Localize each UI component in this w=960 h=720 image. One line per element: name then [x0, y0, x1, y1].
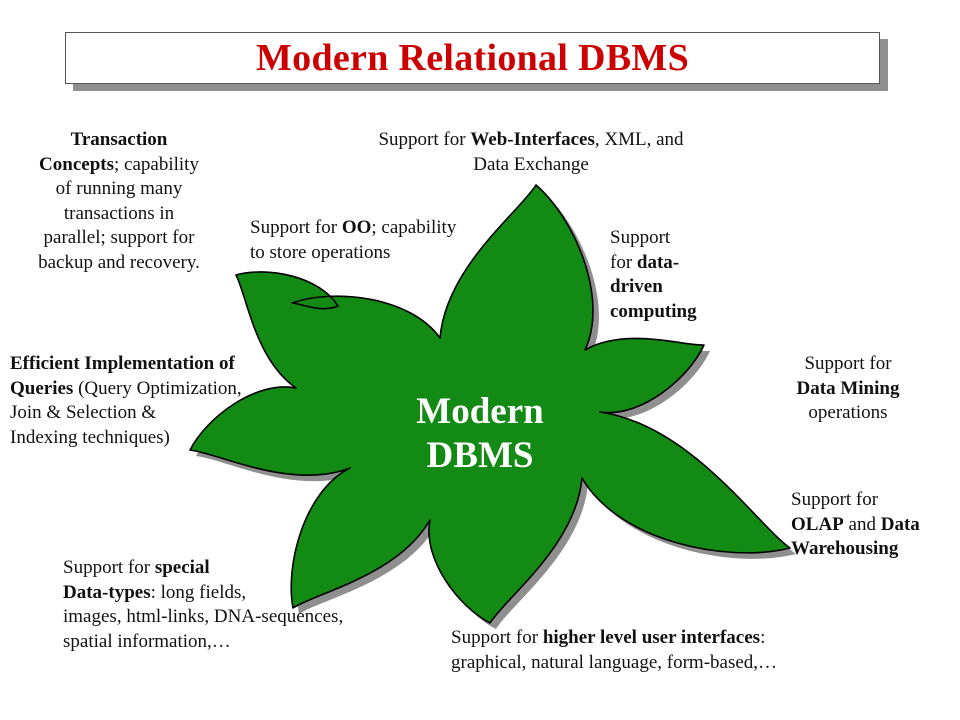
label-line: Data-types: long fields,: [63, 581, 343, 606]
label-text: (Query Optimization,: [73, 377, 242, 399]
label-text: Support for: [791, 489, 879, 510]
label-text: : long fields,: [150, 581, 247, 603]
label-line: computing: [610, 300, 697, 325]
label-line: spatial information,…: [63, 630, 343, 655]
title-box: Modern Relational DBMS: [65, 32, 880, 84]
label-text: ; capability: [114, 153, 199, 175]
label-line: Concepts; capability: [8, 153, 230, 178]
page-title: Modern Relational DBMS: [255, 37, 690, 79]
label-text: :: [760, 627, 766, 648]
label-line: to store operations: [250, 241, 456, 266]
label-text: , XML, and: [594, 129, 684, 150]
label-bold-text: Data Mining: [796, 377, 900, 399]
label-line: Efficient Implementation of: [10, 352, 242, 377]
label-text: ; capability: [371, 217, 457, 238]
label-line: graphical, natural language, form-based,…: [451, 651, 777, 676]
label-bold-text: OO: [341, 217, 372, 238]
label-text: backup and recovery.: [38, 251, 200, 273]
label-bold-text: Queries: [10, 377, 74, 399]
center-label-line2: DBMS: [426, 435, 534, 476]
label-user-interfaces: Support for higher level user interfaces…: [451, 626, 777, 675]
label-text: Support for: [250, 217, 342, 238]
label-line: Support for: [791, 488, 920, 513]
label-bold-text: Web-Interfaces: [470, 129, 595, 150]
label-text: Support: [610, 227, 671, 248]
label-line: Support for OO; capability: [250, 216, 456, 241]
label-line: Queries (Query Optimization,: [10, 377, 242, 402]
label-text: graphical, natural language, form-based,…: [451, 651, 778, 673]
label-text: to store operations: [250, 241, 391, 263]
label-bold-text: Data-types: [63, 581, 151, 603]
label-line: driven: [610, 275, 697, 300]
center-label-line1: Modern: [416, 391, 544, 432]
label-line: Warehousing: [791, 537, 920, 562]
label-line: backup and recovery.: [8, 251, 230, 276]
label-line: of running many: [8, 177, 230, 202]
star-shape: [189, 184, 791, 624]
label-line: Data Mining: [778, 377, 918, 402]
label-line: Transaction: [8, 128, 230, 153]
label-query-implementation: Efficient Implementation of Queries (Quer…: [10, 352, 242, 450]
label-text: Join & Selection &: [10, 402, 157, 423]
label-line: Support for higher level user interfaces…: [451, 626, 777, 651]
label-bold-text: Concepts: [39, 153, 114, 175]
label-bold-text: data-: [636, 251, 680, 273]
label-line: for data-: [610, 251, 697, 276]
label-text: images, html-links, DNA-sequences,: [63, 606, 344, 627]
label-bold-text: Transaction: [70, 129, 168, 150]
label-text: spatial information,…: [63, 630, 231, 652]
label-bold-text: OLAP: [791, 513, 844, 535]
label-bold-text: higher level user interfaces: [542, 627, 761, 648]
center-label: Modern DBMS: [388, 390, 572, 478]
label-bold-text: computing: [610, 300, 697, 322]
label-bold-text: Warehousing: [791, 538, 899, 559]
label-text: Support for: [63, 557, 155, 578]
label-text: Data Exchange: [473, 153, 589, 175]
label-text: Indexing techniques): [10, 426, 170, 448]
label-text: operations: [808, 402, 888, 423]
label-line: transactions in: [8, 202, 230, 227]
label-line: Support: [610, 226, 697, 251]
label-bold-text: special: [154, 557, 210, 578]
label-bold-text: Efficient Implementation of: [10, 353, 235, 374]
label-text: of running many: [55, 178, 183, 199]
label-text: and: [843, 513, 881, 535]
label-line: Support for special: [63, 556, 343, 581]
label-line: OLAP and Data: [791, 513, 920, 538]
label-bold-text: Data: [880, 513, 920, 535]
label-bold-text: driven: [610, 276, 663, 297]
label-line: Join & Selection &: [10, 401, 242, 426]
label-data-driven: Support for data-driven computing: [610, 226, 697, 324]
label-line: parallel; support for: [8, 226, 230, 251]
label-line: Support for Web-Interfaces, XML, and: [322, 128, 740, 153]
label-text: transactions in: [63, 202, 175, 224]
label-line: Support for: [778, 352, 918, 377]
label-line: operations: [778, 401, 918, 426]
label-text: Support for: [804, 353, 892, 374]
label-text: parallel; support for: [43, 227, 195, 248]
label-text: Support for: [378, 129, 471, 150]
label-line: Data Exchange: [322, 153, 740, 178]
label-text: for: [610, 251, 637, 273]
label-text: Support for: [451, 627, 543, 648]
label-line: Indexing techniques): [10, 426, 242, 451]
label-line: images, html-links, DNA-sequences,: [63, 605, 343, 630]
